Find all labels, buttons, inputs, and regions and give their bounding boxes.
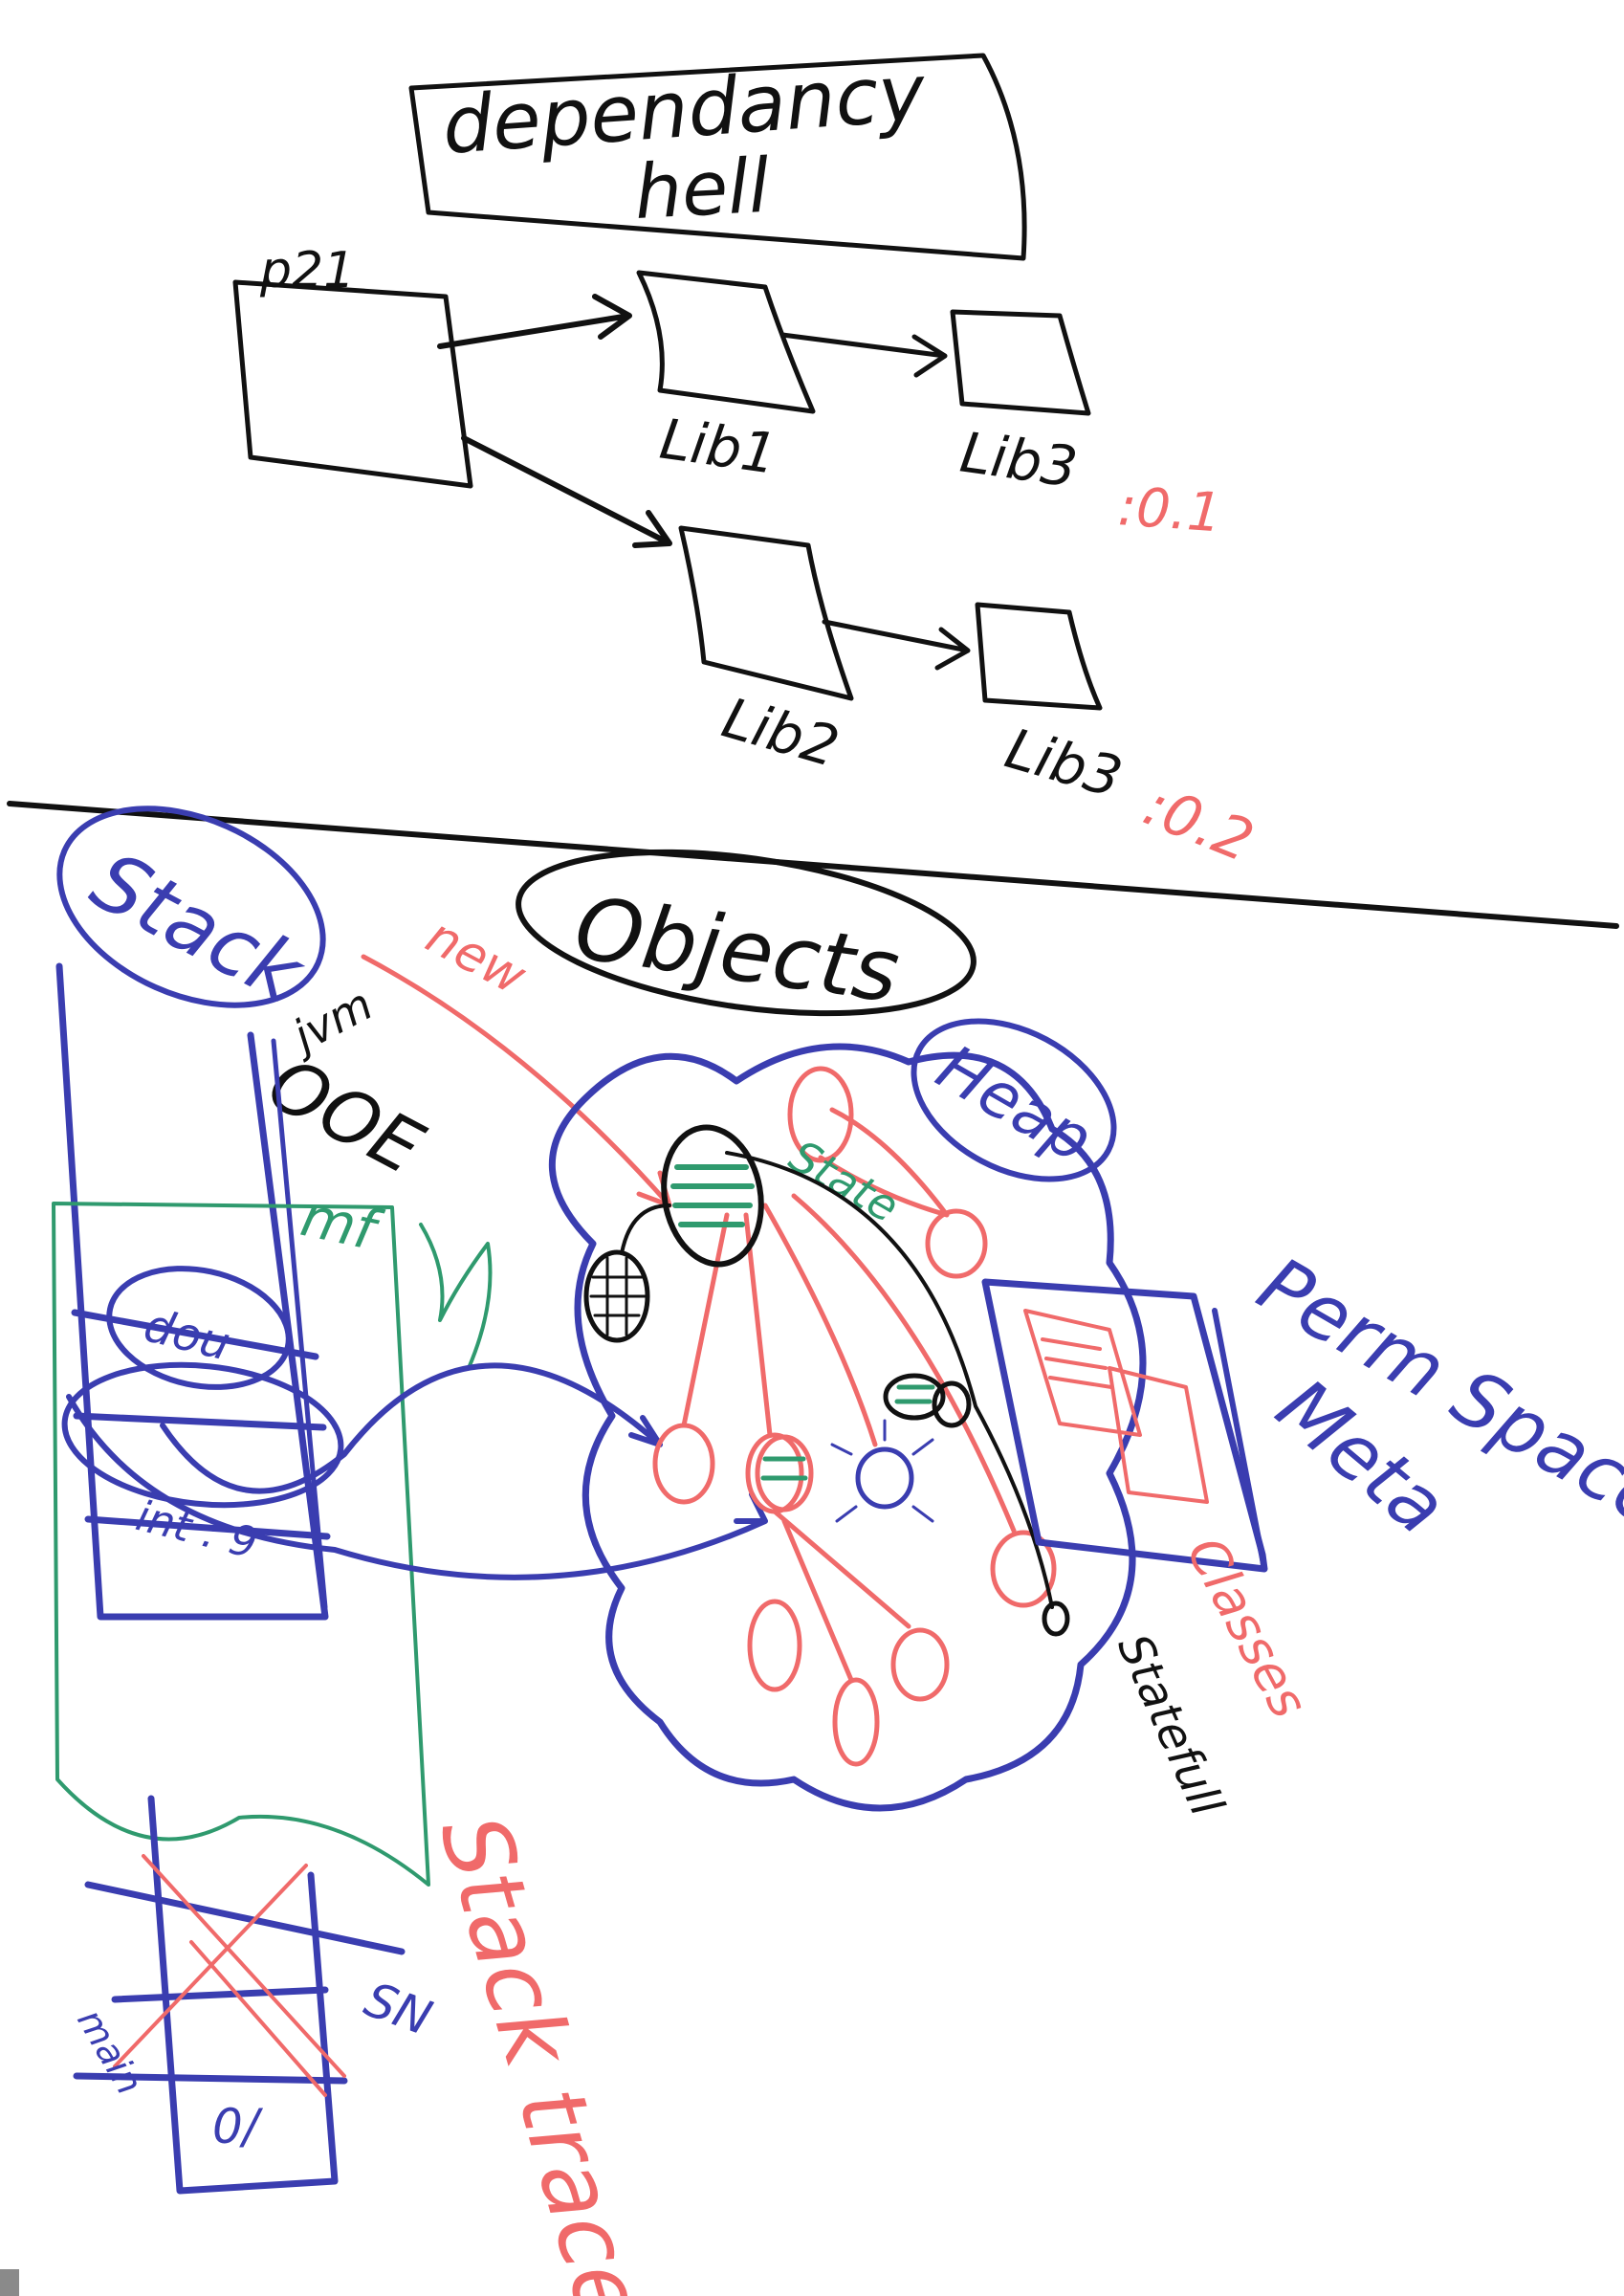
green-object-1 [883,1373,946,1421]
green-object-3 [755,1434,814,1512]
stacktrace-label: Stack trace [419,1803,666,2296]
lib1-label: Lib1 [656,407,780,487]
stack-trace-line-1 [84,1881,406,1955]
sn-label: SN [358,1972,439,2046]
lib3b-box [975,602,1103,711]
arrow-to-lib2 [461,435,672,548]
lib3a-label: Lib3 [956,420,1081,500]
heap-object [747,1599,802,1692]
stack-title-ellipse [56,806,326,1008]
stack-trace-line-3 [73,2072,348,2085]
heap-object-graph [652,1066,1057,1767]
frame-label-1: dou [139,1298,235,1371]
heap-object [925,1208,988,1279]
classes-sketch [1023,1309,1209,1504]
dependency-hell-diagram: dependancy hell p21 Lib1 Lib3 :0.1 Lib2 … [232,48,1262,875]
mf-label: mf [296,1183,388,1264]
lib2-box [678,525,854,701]
state-link [620,1203,671,1255]
arrow-to-lib1 [437,294,632,349]
zero-label: 0/ [212,2099,264,2154]
stack-frame-line-1 [71,1309,319,1360]
statefull-arrow [725,1151,1054,1609]
state-hatch [670,1164,755,1227]
blue-object [855,1446,914,1510]
heap-cloud [549,1043,1147,1812]
statefull-object [1042,1601,1070,1637]
green-object-hatch [760,1384,935,1481]
arrow-lib2-to-lib3b [822,619,971,671]
stack-frame-line-2 [73,1412,327,1431]
perm-space-box-extra [1212,1308,1267,1572]
arrow-lib1-to-lib3a [779,332,948,378]
new-arrow [361,954,672,1208]
heap-object [890,1627,950,1702]
lib3b-version: :0.2 [1134,772,1262,875]
green-frame [52,1202,430,1887]
heap-reference-edges [681,1107,1017,1683]
title-line-2: hell [632,144,772,236]
heap-object [652,1423,715,1505]
heap-title: Heap [925,1030,1105,1177]
lib3b-label: Lib3 [999,716,1129,810]
stack-trace-line-2 [111,1986,329,2003]
heap-object [787,1066,854,1163]
lib3a-version: :0.1 [1116,475,1223,544]
statefull-label: Statefull [1107,1626,1234,1824]
frame-ellipse-1 [106,1266,292,1390]
stack-ref-arrow-1 [160,1362,663,1494]
hatched-object-grid [589,1256,647,1336]
jvm-memory-diagram: Stack Objects new jvm OOE mf dou int : 9… [52,806,1624,2296]
stack-column-inner [271,1038,328,1610]
perm-space-box [981,1278,1268,1573]
classes-label: Classes [1175,1528,1320,1728]
heap-object [832,1677,880,1767]
green-object-2 [932,1380,972,1428]
hatched-object [583,1249,650,1343]
heap-object [990,1530,1057,1608]
lib1-box [636,270,816,414]
blue-object-rays [830,1419,934,1523]
objects-title: Objects [569,878,905,1023]
title-box [408,53,1027,261]
stack-trace-crossout [113,1854,346,2097]
heap-title-ellipse [911,1018,1117,1182]
corner-marker [0,2269,19,2296]
stack-frame-line-3 [84,1515,331,1540]
new-label: new [417,908,535,1007]
objects-title-ellipse [516,849,977,1017]
lib3a-box [950,309,1091,416]
frame-ellipse-2 [61,1361,344,1509]
lib2-label: Lib2 [715,685,845,780]
divider-line [7,801,1619,929]
main-label: main [69,2002,151,2102]
state-object [661,1124,764,1268]
green-squiggle [419,1223,493,1370]
project-box [232,279,473,489]
